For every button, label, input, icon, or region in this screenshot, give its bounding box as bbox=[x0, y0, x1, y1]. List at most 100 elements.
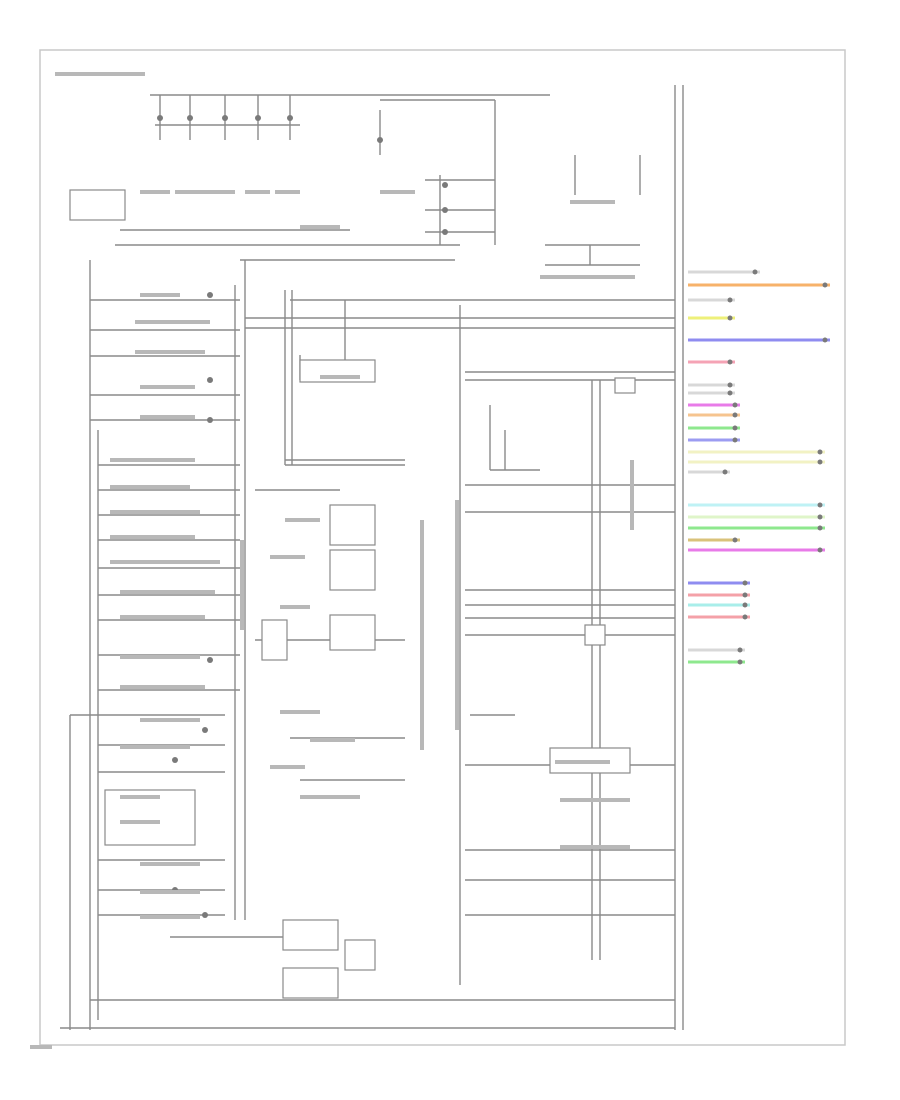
label-text bbox=[140, 915, 200, 919]
label-text bbox=[120, 685, 205, 689]
label-text bbox=[245, 190, 270, 194]
label-text bbox=[135, 320, 210, 324]
diagram-frame bbox=[39, 49, 846, 1046]
connector-icon bbox=[377, 137, 383, 143]
label-text bbox=[320, 375, 360, 379]
component-box bbox=[329, 549, 376, 591]
connector-icon bbox=[287, 115, 293, 121]
label-text bbox=[560, 798, 630, 802]
label-text bbox=[140, 862, 200, 866]
component-box bbox=[344, 939, 376, 971]
label-text bbox=[540, 275, 635, 279]
label-text bbox=[300, 225, 340, 229]
component-box bbox=[584, 624, 606, 646]
label-text bbox=[140, 718, 200, 722]
connector-icon bbox=[172, 757, 178, 763]
colored-wire-group bbox=[688, 269, 830, 665]
component-box bbox=[261, 619, 288, 661]
connector-icon bbox=[727, 315, 733, 321]
connector-icon bbox=[817, 514, 823, 520]
connector-icon bbox=[732, 537, 738, 543]
label-text bbox=[555, 760, 610, 764]
connector-icon bbox=[737, 647, 743, 653]
connector-icon bbox=[732, 402, 738, 408]
component-box bbox=[614, 377, 636, 394]
connector-icon bbox=[255, 115, 261, 121]
label-text bbox=[455, 500, 459, 730]
label-text bbox=[140, 385, 195, 389]
connector-icon bbox=[752, 269, 758, 275]
label-text bbox=[120, 820, 160, 824]
connector-icon bbox=[207, 292, 213, 298]
connector-icon bbox=[202, 912, 208, 918]
label-text bbox=[120, 655, 200, 659]
connector-icon bbox=[157, 115, 163, 121]
label-text bbox=[140, 190, 170, 194]
component-box bbox=[104, 789, 196, 846]
label-text bbox=[120, 795, 160, 799]
label-text bbox=[110, 458, 195, 462]
label-text bbox=[110, 560, 220, 564]
connector-icon bbox=[732, 437, 738, 443]
label-text bbox=[240, 540, 244, 630]
connector-icon bbox=[822, 282, 828, 288]
connector-icon bbox=[442, 182, 448, 188]
label-text bbox=[30, 1045, 52, 1049]
label-text bbox=[570, 200, 615, 204]
connector-icon bbox=[722, 469, 728, 475]
label-text bbox=[120, 745, 190, 749]
connector-icon bbox=[817, 525, 823, 531]
connector-icon bbox=[737, 659, 743, 665]
component-box bbox=[329, 504, 376, 546]
connector-icon bbox=[822, 337, 828, 343]
connector-icon bbox=[442, 229, 448, 235]
connector-icon bbox=[442, 207, 448, 213]
connector-icon bbox=[207, 417, 213, 423]
connector-icon bbox=[207, 377, 213, 383]
label-text bbox=[110, 510, 200, 514]
label-text bbox=[140, 293, 180, 297]
label-text bbox=[140, 890, 200, 894]
connector-icon bbox=[742, 592, 748, 598]
label-text bbox=[560, 845, 630, 849]
connector-icon bbox=[727, 390, 733, 396]
component-box bbox=[69, 189, 126, 221]
connector-icon bbox=[187, 115, 193, 121]
connector-icon bbox=[742, 580, 748, 586]
connector-icon bbox=[727, 359, 733, 365]
connector-icon bbox=[727, 382, 733, 388]
connector-icon bbox=[732, 412, 738, 418]
label-text bbox=[270, 555, 305, 559]
label-text bbox=[285, 518, 320, 522]
label-text bbox=[120, 590, 215, 594]
connector-icon bbox=[817, 449, 823, 455]
label-text bbox=[110, 485, 190, 489]
component-box bbox=[329, 614, 376, 651]
label-text bbox=[280, 710, 320, 714]
component-box bbox=[282, 967, 339, 999]
label-text bbox=[205, 190, 235, 194]
connector-icon bbox=[732, 425, 738, 431]
label-text bbox=[275, 190, 300, 194]
label-text bbox=[140, 415, 195, 419]
label-text bbox=[420, 520, 424, 750]
connector-icon bbox=[742, 602, 748, 608]
label-text bbox=[300, 795, 360, 799]
connector-icon bbox=[207, 657, 213, 663]
connector-icon bbox=[817, 459, 823, 465]
connector-icon bbox=[817, 502, 823, 508]
component-box bbox=[282, 919, 339, 951]
connector-icon bbox=[727, 297, 733, 303]
connector-icon bbox=[742, 614, 748, 620]
label-text bbox=[55, 72, 145, 76]
label-text bbox=[630, 460, 634, 530]
label-text bbox=[280, 605, 310, 609]
label-text bbox=[270, 765, 305, 769]
label-text bbox=[380, 190, 415, 194]
connector-icon bbox=[222, 115, 228, 121]
connector-icon bbox=[202, 727, 208, 733]
label-text bbox=[135, 350, 205, 354]
label-text bbox=[110, 535, 195, 539]
label-group bbox=[30, 72, 635, 1049]
